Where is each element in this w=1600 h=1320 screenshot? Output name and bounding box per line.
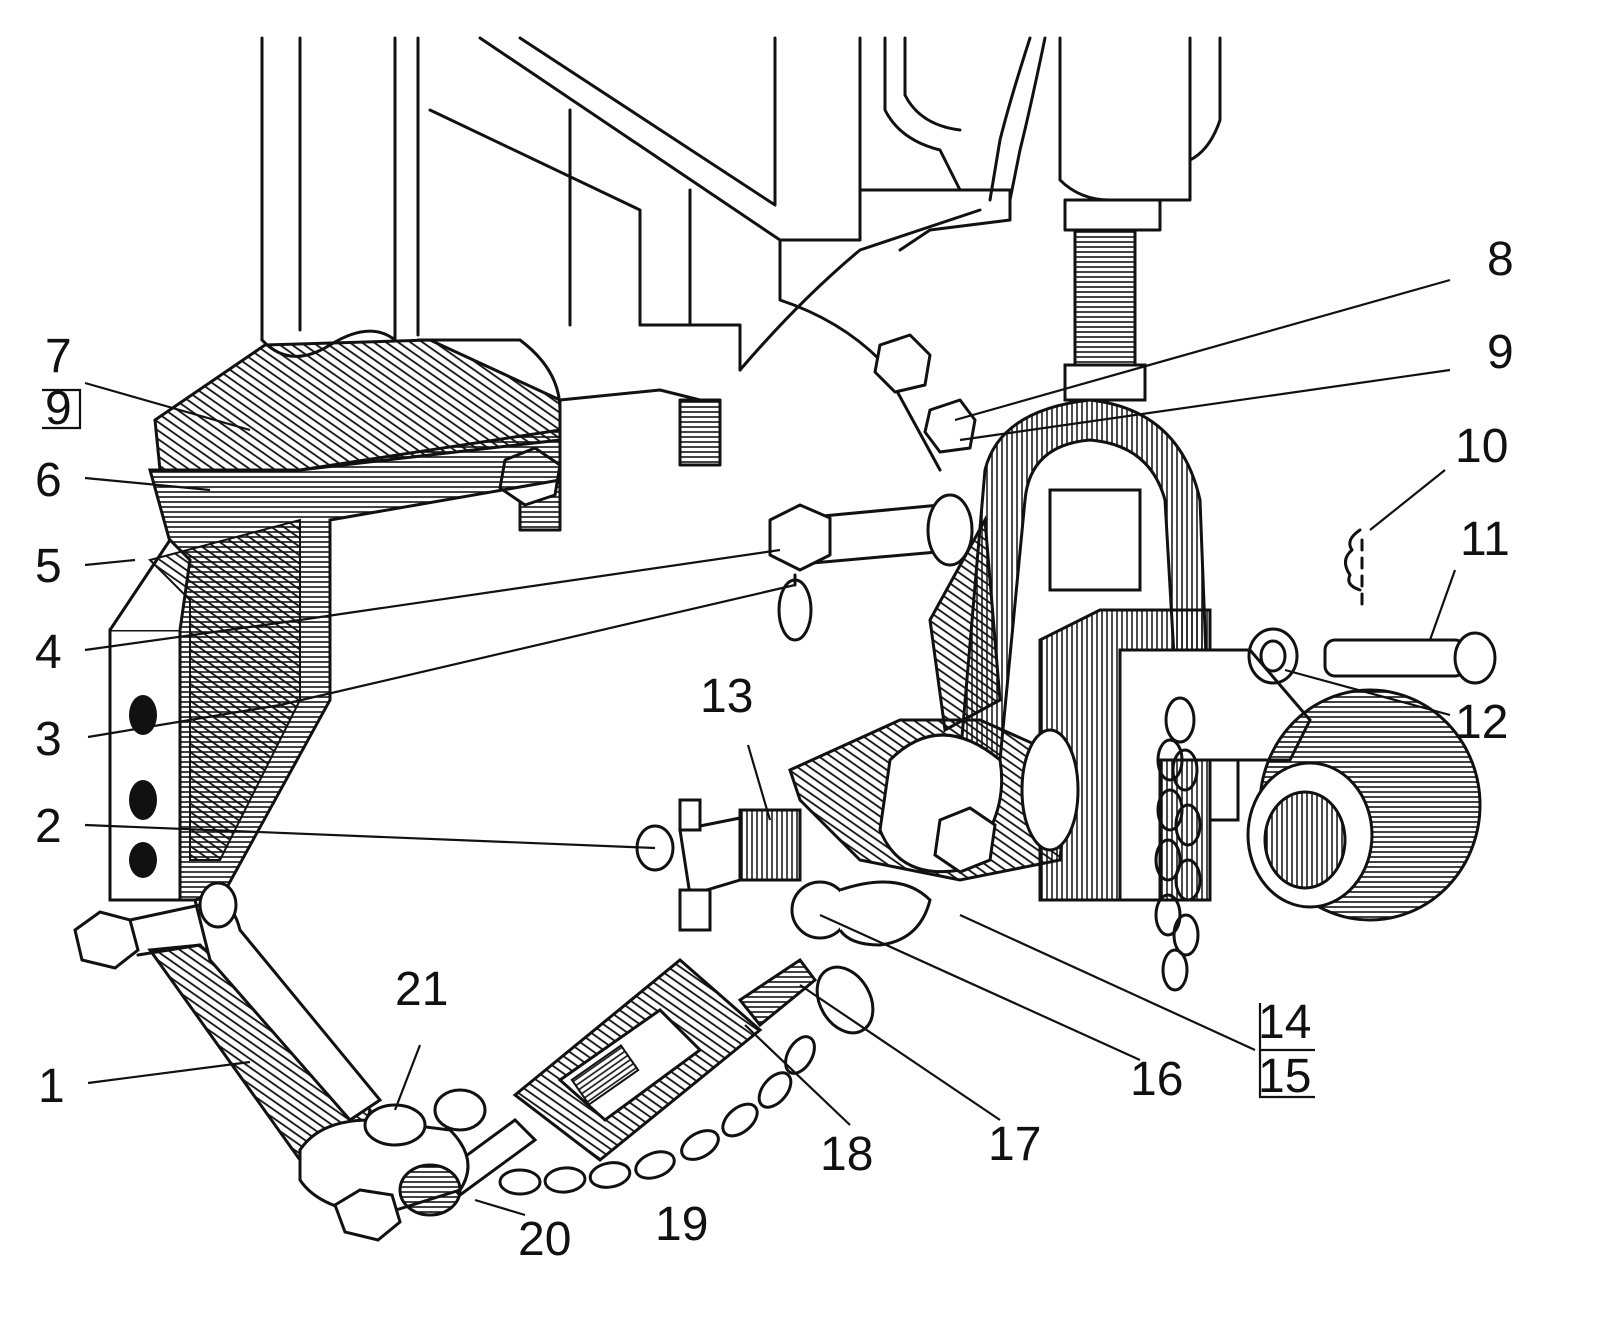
label-19: 19 [655, 1198, 708, 1251]
left-bracket [108, 338, 562, 902]
label-5: 5 [35, 540, 62, 593]
leader-lines [42, 278, 1457, 1217]
label-8: 8 [1487, 233, 1514, 286]
label-6: 6 [35, 454, 62, 507]
label-21: 21 [395, 963, 448, 1016]
label-18: 18 [820, 1128, 873, 1181]
turnbuckle [437, 957, 818, 1197]
callout-labels: 1 2 3 4 5 6 7 9 8 9 10 11 12 13 14 15 16… [35, 233, 1514, 1266]
threaded-rod [1063, 228, 1147, 402]
label-12: 12 [1455, 696, 1508, 749]
label-2: 2 [35, 800, 62, 853]
yoke-clevis [928, 398, 1212, 762]
lower-shackle [298, 1088, 487, 1242]
loose-pin-parts [1247, 528, 1497, 685]
pin-with-ring [768, 493, 974, 642]
bolts-upper [498, 333, 977, 532]
label-9-right: 9 [1487, 326, 1514, 379]
hanging-chain [1154, 696, 1202, 992]
label-17: 17 [988, 1118, 1041, 1171]
link-rod [73, 881, 383, 1162]
label-16: 16 [1130, 1053, 1183, 1106]
housing-frame [260, 36, 1222, 472]
label-11: 11 [1460, 513, 1510, 566]
label-4: 4 [35, 626, 62, 679]
lower-chain [498, 965, 875, 1196]
label-1: 1 [38, 1060, 65, 1113]
ball-joint [1246, 688, 1482, 922]
label-7: 7 [45, 330, 72, 383]
label-15: 15 [1258, 1050, 1311, 1103]
label-13: 13 [700, 670, 753, 723]
center-shackle [635, 718, 1080, 947]
label-20: 20 [518, 1213, 571, 1266]
label-3: 3 [35, 713, 62, 766]
label-10: 10 [1455, 420, 1508, 473]
label-9-left: 9 [45, 382, 72, 435]
label-14: 14 [1258, 996, 1311, 1049]
